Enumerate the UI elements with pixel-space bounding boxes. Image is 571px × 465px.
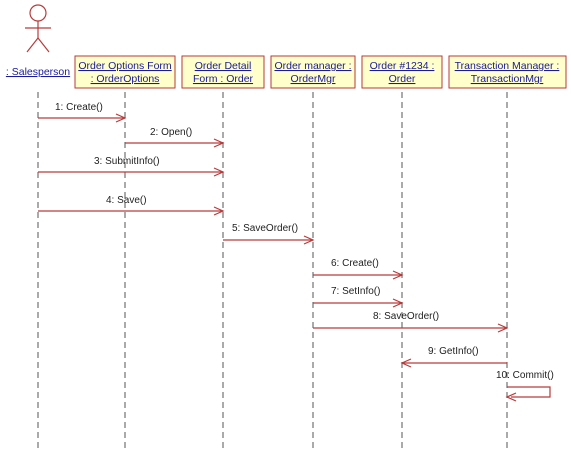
message-1: 1: Create()	[38, 102, 127, 123]
message-self-loop	[507, 386, 551, 398]
message-10: 10: Commit()	[496, 370, 554, 402]
object-order-options-form: Order Options Form : OrderOptions	[74, 55, 176, 89]
object-box	[270, 55, 356, 89]
arrowhead-icon	[392, 298, 404, 308]
actor-left-leg	[26, 37, 39, 53]
object-order-manager: Order manager : OrderMgr	[270, 55, 356, 89]
actor-right-leg	[37, 37, 50, 53]
message-2: 2: Open()	[125, 127, 225, 148]
message-3: 3: SubmitInfo()	[38, 156, 225, 177]
arrowhead-icon	[213, 206, 225, 216]
arrowhead-icon	[213, 167, 225, 177]
message-7: 7: SetInfo()	[313, 286, 404, 308]
object-box	[181, 55, 265, 89]
arrowhead-icon	[392, 270, 404, 280]
message-9: 9: GetInfo()	[400, 346, 507, 368]
message-label: 10: Commit()	[496, 370, 554, 381]
arrowhead-icon	[400, 358, 412, 368]
object-transaction-manager: Transaction Manager : TransactionMgr	[448, 55, 567, 89]
object-name-line2: OrderMgr	[291, 73, 336, 85]
object-name-line2: Order	[389, 73, 416, 85]
arrowhead-icon	[505, 392, 517, 402]
arrowhead-icon	[213, 138, 225, 148]
object-name-line2: TransactionMgr	[471, 73, 544, 85]
arrowhead-icon	[303, 235, 315, 245]
message-label: 7: SetInfo()	[331, 286, 380, 297]
object-box	[448, 55, 567, 89]
arrowhead-icon	[497, 323, 509, 333]
object-name-line2: : OrderOptions	[91, 73, 160, 85]
message-label: 8: SaveOrder()	[373, 311, 439, 322]
object-name-line1: Order Options Form	[78, 60, 172, 72]
message-label: 6: Create()	[331, 258, 379, 269]
object-box	[74, 55, 176, 89]
message-label: 4: Save()	[106, 195, 147, 206]
object-name-line1: Transaction Manager :	[455, 60, 560, 72]
object-name-line1: Order #1234 :	[370, 60, 435, 72]
salesperson-actor: : Salesperson	[6, 4, 70, 78]
message-8: 8: SaveOrder()	[313, 311, 509, 333]
actor-label: : Salesperson	[6, 66, 70, 78]
message-label: 1: Create()	[55, 102, 103, 113]
message-4: 4: Save()	[38, 195, 225, 216]
message-label: 2: Open()	[150, 127, 192, 138]
object-name-line1: Order manager :	[274, 60, 351, 72]
actor-head	[29, 4, 47, 22]
message-label: 9: GetInfo()	[428, 346, 479, 357]
message-5: 5: SaveOrder()	[223, 223, 315, 245]
message-label: 3: SubmitInfo()	[94, 156, 160, 167]
object-name-line1: Order Detail	[195, 60, 252, 72]
message-6: 6: Create()	[313, 258, 404, 280]
object-order-detail-form: Order Detail Form : Order	[181, 55, 265, 89]
object-box	[361, 55, 443, 89]
message-label: 5: SaveOrder()	[232, 223, 298, 234]
arrowhead-icon	[115, 113, 127, 123]
object-name-line2: Form : Order	[193, 73, 254, 85]
object-order-1234: Order #1234 : Order	[361, 55, 443, 89]
